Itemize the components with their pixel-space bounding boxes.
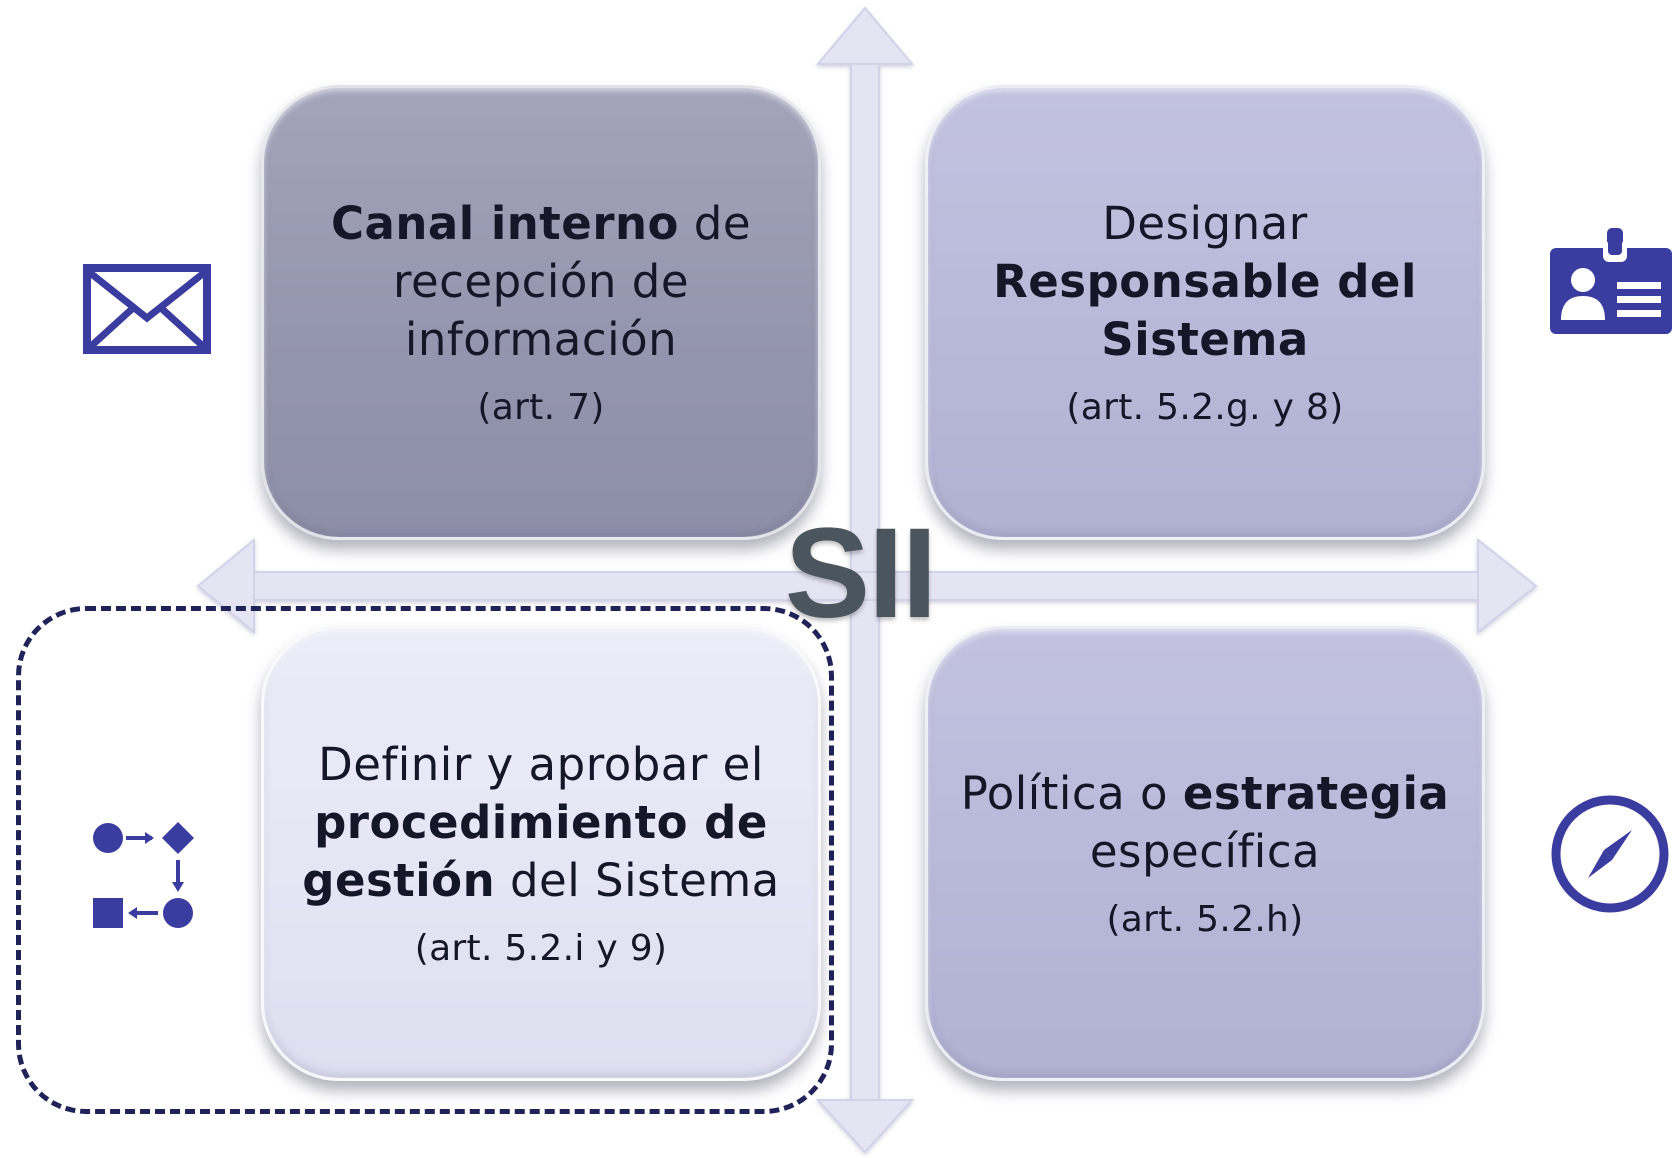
title-part: del Sistema (495, 853, 780, 907)
title-part: Designar (1102, 196, 1308, 250)
id-badge-icon (1550, 228, 1672, 334)
article-reference: (art. 7) (477, 386, 605, 428)
title-bold-part: Responsable del (993, 254, 1417, 308)
article-reference: (art. 5.2.i y 9) (414, 927, 668, 969)
horizontal-axis-shaft (247, 571, 1494, 601)
quadrant-title: Política o estrategia específica (961, 765, 1450, 881)
quadrant-title: Designar Responsable del Sistema (993, 195, 1417, 369)
title-bold-part: estrategia (1182, 766, 1450, 820)
title-bold-part: gestión (302, 853, 496, 907)
process-flow-icon (93, 822, 194, 928)
quadrant-title: Definir y aprobar el procedimiento de ge… (302, 736, 780, 910)
up-arrowhead (815, 6, 915, 65)
compass-icon (1551, 795, 1669, 913)
title-part: de (678, 196, 752, 250)
title-part: Definir y aprobar el (318, 737, 764, 791)
quadrant-title: Canal interno de recepción de informació… (331, 195, 751, 369)
title-bold-part: Sistema (1101, 312, 1309, 366)
title-part: específica (1089, 824, 1321, 878)
quadrant-procedimiento: Definir y aprobar el procedimiento de ge… (261, 626, 821, 1081)
envelope-icon (83, 264, 211, 354)
right-arrowhead (1477, 537, 1538, 635)
quadrant-canal-interno: Canal interno de recepción de informació… (261, 85, 821, 540)
quadrant-politica: Política o estrategia específica (art. 5… (925, 626, 1485, 1081)
title-part: Política o (960, 766, 1183, 820)
article-reference: (art. 5.2.g. y 8) (1066, 386, 1344, 428)
title-bold-part: Canal interno (330, 196, 679, 250)
article-reference: (art. 5.2.h) (1106, 898, 1304, 940)
center-label: SII (784, 502, 938, 645)
title-part: información (404, 312, 678, 366)
title-bold-part: procedimiento de (314, 795, 768, 849)
highlight-dashed-frame (16, 606, 834, 1114)
title-part: recepción de (392, 254, 690, 308)
down-arrowhead (815, 1099, 915, 1154)
quadrant-responsable: Designar Responsable del Sistema (art. 5… (925, 85, 1485, 540)
